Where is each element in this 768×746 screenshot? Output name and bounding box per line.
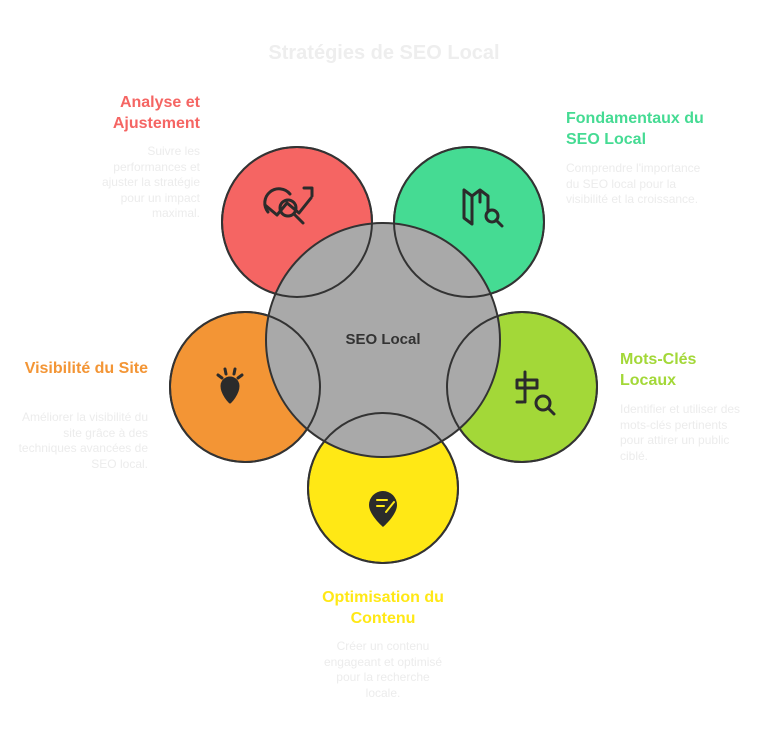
item-desc-fondamentaux: Comprendre l'importance du SEO local pou… (566, 161, 701, 206)
item-desc-contenu: Créer un contenu engageant et optimisé p… (323, 639, 443, 700)
map-search-icon (462, 188, 504, 228)
item-title-contenu: Optimisation du Contenu (322, 589, 444, 627)
diagram-title: Stratégies de SEO Local (268, 42, 500, 64)
location-pin-shine-icon (216, 367, 244, 404)
item-desc-visibilite: Améliorer la visibilité du site grâce à … (18, 410, 148, 471)
item-title-mots-cles: Mots-Clés Locaux (620, 351, 697, 389)
item-title-analyse: Analyse et Ajustement (112, 94, 200, 132)
keyword-search-icon (515, 370, 556, 416)
center-label: SEO Local (345, 331, 421, 348)
content-edit-pin-icon (369, 491, 397, 527)
circle-center (265, 222, 501, 458)
item-desc-analyse: Suivre les performances et ajuster la st… (101, 144, 200, 220)
item-desc-mots-cles: Identifier et utiliser des mots-clés per… (620, 402, 741, 463)
chart-search-icon (263, 186, 314, 225)
item-title-visibilite: Visibilité du Site (24, 360, 148, 377)
item-title-fondamentaux: Fondamentaux du SEO Local (566, 110, 704, 148)
